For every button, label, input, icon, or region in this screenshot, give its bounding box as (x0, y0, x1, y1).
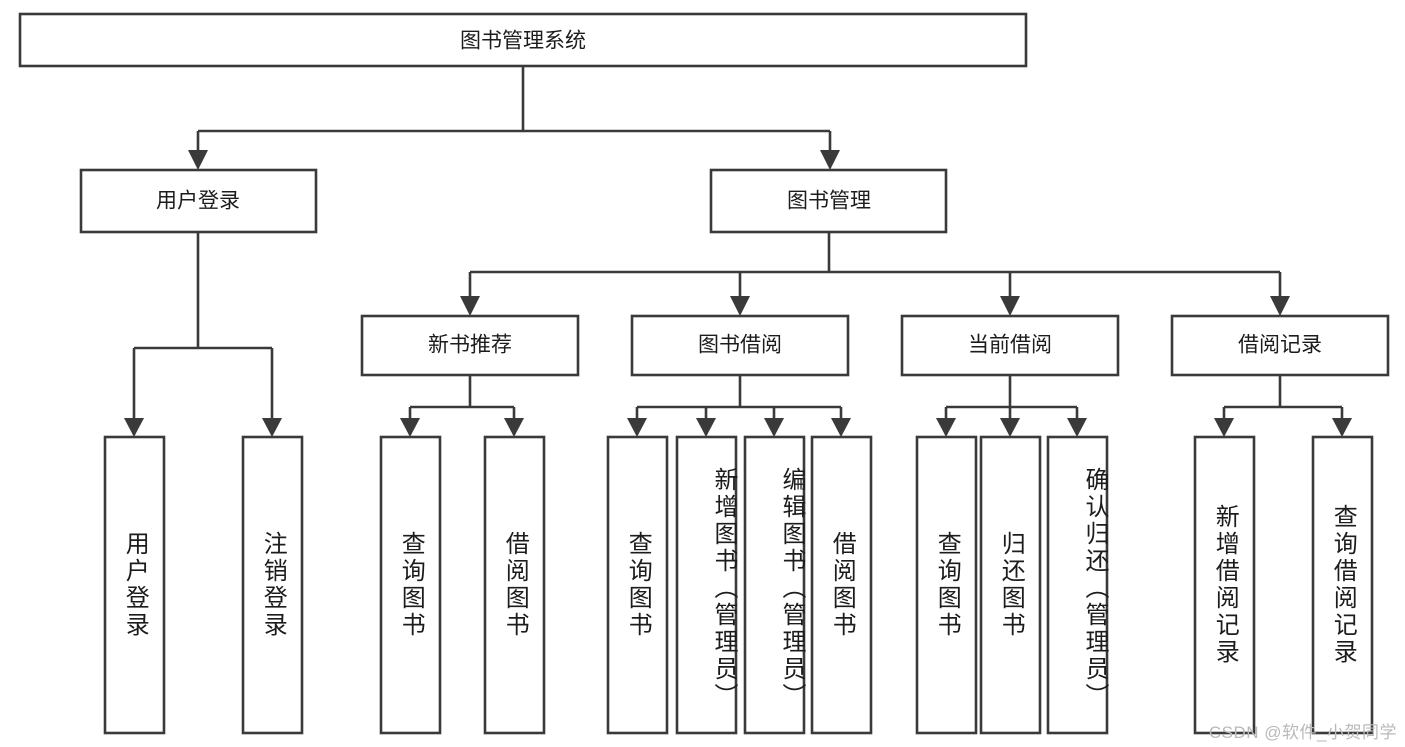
node-user-login[interactable]: 用户登录 (79, 168, 318, 234)
node-book-borrow-box[interactable] (630, 314, 850, 377)
node-current-borrow-label: 当前借阅 (968, 334, 1052, 357)
node-book-borrow[interactable]: 图书借阅 (630, 314, 850, 377)
arrow-head-icon (820, 150, 840, 170)
node-book-management-box[interactable] (709, 168, 948, 234)
leaf-box-logout[interactable] (241, 435, 304, 735)
arrow-head-icon (1214, 418, 1234, 437)
leaf-box-user-login[interactable] (103, 435, 166, 735)
arrow-head-icon (730, 296, 750, 316)
arrow-head-icon (262, 418, 282, 437)
node-root[interactable]: 图书管理系统 (18, 12, 1028, 68)
leaf-box-query-record[interactable] (1311, 435, 1374, 735)
node-borrow-record[interactable]: 借阅记录 (1170, 314, 1390, 377)
arrow-head-icon (1000, 296, 1020, 316)
arrow-head-icon (1000, 418, 1020, 437)
node-root-box[interactable] (18, 12, 1028, 68)
arrow-head-icon (504, 418, 524, 437)
node-user-login-label: 用户登录 (156, 190, 240, 213)
arrow-head-icon (831, 418, 851, 437)
node-current-borrow[interactable]: 当前借阅 (900, 314, 1120, 377)
leaf-box-add-record[interactable] (1193, 435, 1256, 735)
arrow-head-icon (400, 418, 420, 437)
connector-group (132, 66, 1344, 418)
arrow-head-icon (936, 418, 956, 437)
node-borrow-record-label: 借阅记录 (1238, 334, 1322, 357)
connector-root-to-level2 (196, 66, 832, 150)
connector-borrow-to-leaves (635, 375, 843, 418)
arrow-head-icon (460, 296, 480, 316)
leaf-box-query-book-1[interactable] (379, 435, 442, 735)
arrow-head-icon (696, 418, 716, 437)
arrow-head-group (124, 150, 1352, 437)
arrow-head-icon (1332, 418, 1352, 437)
leaf-box-query-book-3[interactable] (915, 435, 978, 735)
node-book-borrow-label: 图书借阅 (698, 334, 782, 357)
arrow-head-icon (188, 150, 208, 170)
leaf-box-borrow-book-2[interactable] (810, 435, 873, 735)
arrow-head-icon (1067, 418, 1087, 437)
node-borrow-record-box[interactable] (1170, 314, 1390, 377)
leaf-box-return-book[interactable] (979, 435, 1042, 735)
leaf-box-add-book[interactable] (675, 435, 738, 735)
node-user-login-box[interactable] (79, 168, 318, 234)
node-root-label: 图书管理系统 (460, 30, 586, 53)
arrow-head-icon (1270, 296, 1290, 316)
node-current-borrow-box[interactable] (900, 314, 1120, 377)
connector-newbook-to-leaves (408, 375, 516, 418)
node-book-management[interactable]: 图书管理 (709, 168, 948, 234)
connector-bookmgmt-to-level3 (468, 232, 1282, 296)
arrow-head-icon (627, 418, 647, 437)
leaf-box-edit-book[interactable] (743, 435, 806, 735)
connector-userlogin-to-leaves (132, 232, 274, 418)
arrow-head-icon (124, 418, 144, 437)
arrow-head-icon (764, 418, 784, 437)
leaf-box-query-book-2[interactable] (606, 435, 669, 735)
node-new-book-recommend-label: 新书推荐 (428, 334, 512, 357)
leaf-box-borrow-book-1[interactable] (483, 435, 546, 735)
leaf-box-group (103, 435, 1374, 735)
leaf-box-confirm-return[interactable] (1046, 435, 1109, 735)
connector-record-to-leaves (1222, 375, 1344, 418)
node-new-book-recommend[interactable]: 新书推荐 (360, 314, 580, 377)
watermark-text: CSDN @软件_小贺同学 (1208, 723, 1397, 742)
connector-current-to-leaves (944, 375, 1079, 418)
node-new-book-recommend-box[interactable] (360, 314, 580, 377)
node-book-management-label: 图书管理 (787, 190, 871, 213)
